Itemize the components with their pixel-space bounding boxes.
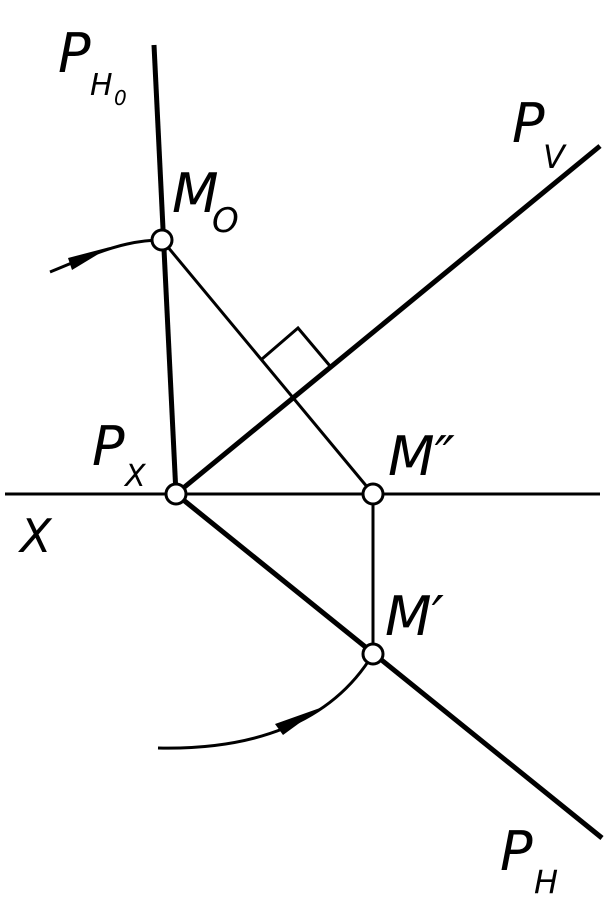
label-m0: M O [172, 162, 239, 241]
svg-text:X: X [123, 459, 147, 494]
label-ph: P H [500, 820, 558, 901]
point-m0 [150, 228, 174, 252]
label-x-axis: X [18, 509, 53, 563]
rotation-arc-upper [49, 238, 163, 274]
m0-to-m2-line [160, 239, 375, 495]
label-pv: P V [512, 92, 567, 176]
svg-text:P: P [92, 415, 125, 478]
label-ph0: P H 0 [58, 22, 127, 110]
svg-text:H: H [90, 68, 113, 103]
trace-pv-line [174, 144, 602, 496]
svg-text:H: H [534, 863, 558, 901]
svg-text:M: M [172, 162, 219, 225]
label-px: P X [92, 415, 147, 494]
arrowhead-lower [275, 708, 320, 735]
svg-text:O: O [212, 201, 239, 241]
label-m2: M″ [388, 425, 455, 488]
svg-text:V: V [543, 138, 567, 176]
point-m2 [361, 482, 385, 506]
svg-text:0: 0 [114, 86, 127, 110]
svg-text:P: P [512, 92, 545, 155]
right-angle-mark [261, 325, 332, 367]
trace-ph0-line [151, 44, 179, 495]
label-m1: M′ [385, 585, 444, 648]
rotation-arc-lower [157, 653, 375, 750]
trace-ph-line [174, 492, 604, 840]
arrowhead-upper [68, 247, 110, 270]
svg-text:P: P [58, 22, 91, 85]
svg-text:P: P [500, 820, 533, 883]
point-px [164, 482, 188, 506]
point-m1 [361, 642, 385, 666]
